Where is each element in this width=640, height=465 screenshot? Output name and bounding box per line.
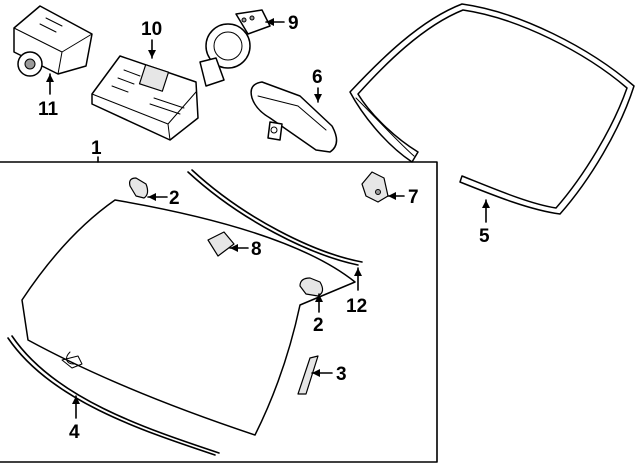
camera-module (13, 5, 93, 77)
clip-strip (297, 355, 319, 395)
callout-12: 12 (346, 296, 367, 317)
callout-9: 9 (288, 13, 299, 34)
weatherstrip (349, 3, 635, 215)
control-module (91, 55, 199, 141)
windshield-glass (21, 199, 356, 436)
mirror-bracket (361, 171, 389, 203)
callout-2-top: 2 (169, 188, 180, 209)
callout-1: 1 (91, 138, 102, 159)
callout-5: 5 (479, 226, 490, 247)
mirror-pad (207, 231, 235, 257)
spacer-top (129, 177, 149, 199)
assembly-box (0, 156, 438, 463)
callout-8: 8 (251, 239, 262, 260)
rain-sensor (199, 9, 271, 87)
leader-lines (46, 18, 490, 419)
callout-10: 10 (141, 19, 162, 40)
callout-11: 11 (38, 99, 59, 120)
callout-2-lower: 2 (313, 315, 324, 336)
rearview-mirror (250, 81, 338, 153)
callout-3: 3 (336, 364, 347, 385)
callout-6: 6 (312, 67, 323, 88)
upper-moulding (187, 169, 363, 266)
callout-7: 7 (408, 187, 419, 208)
callout-4: 4 (69, 422, 80, 443)
lower-moulding (7, 335, 220, 456)
